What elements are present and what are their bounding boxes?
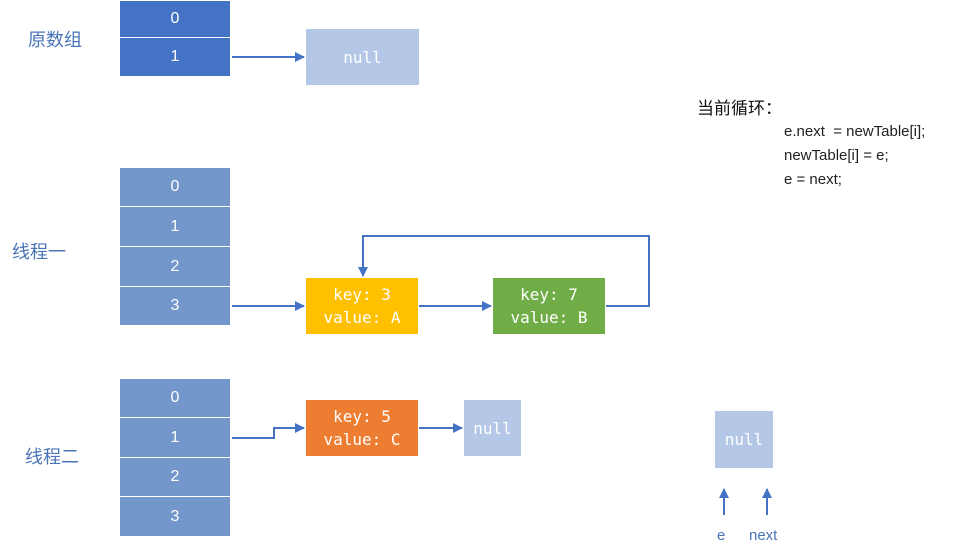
node-key7-valueB: key: 7 value: B [493, 278, 605, 334]
pointer-label-e: e [717, 527, 726, 544]
thread2-cell-2: 2 [119, 457, 231, 497]
thread2-cell-1: 1 [119, 417, 231, 458]
thread1-cell-2: 2 [119, 246, 231, 287]
original-cell-1: 1 [119, 37, 231, 77]
arrow-t2-1-to-node-c [232, 423, 305, 439]
loop-line-2: newTable[i] = e; [784, 147, 889, 164]
pointer-label-next: next [749, 527, 778, 544]
node-key3-valueA: key: 3 value: A [306, 278, 418, 334]
loop-line-1: e.next = newTable[i]; [784, 123, 926, 140]
node-c-key: key: 5 [333, 407, 391, 426]
loop-title: 当前循环： [697, 99, 782, 119]
original-cell-0: 0 [119, 0, 231, 38]
thread2-cell-3: 3 [119, 496, 231, 537]
null-box-side: null [715, 411, 773, 468]
label-original-array: 原数组 [28, 30, 82, 51]
label-thread-two: 线程二 [25, 447, 79, 468]
node-b-value: value: B [510, 308, 588, 327]
null-box-thread2: null [464, 400, 521, 456]
node-a-key: key: 3 [333, 285, 391, 304]
thread2-cell-0: 0 [119, 378, 231, 418]
thread1-cell-3: 3 [119, 286, 231, 326]
thread1-cell-1: 1 [119, 206, 231, 247]
node-c-value: value: C [323, 430, 401, 449]
label-thread-one: 线程一 [12, 242, 66, 263]
null-box-original: null [306, 29, 419, 85]
thread1-cell-0: 0 [119, 167, 231, 207]
node-b-key: key: 7 [520, 285, 578, 304]
node-a-value: value: A [323, 308, 401, 327]
loop-line-3: e = next; [784, 171, 842, 188]
node-key5-valueC: key: 5 value: C [306, 400, 418, 456]
arrow-node-b-loop-to-node-a [358, 235, 650, 307]
